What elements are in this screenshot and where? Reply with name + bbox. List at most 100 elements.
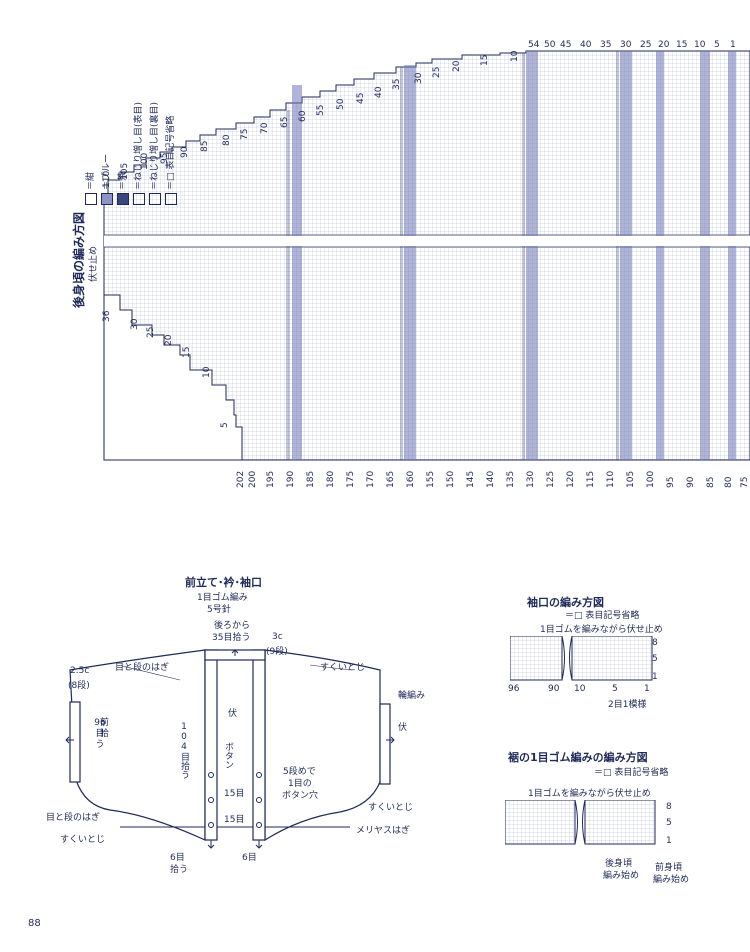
cuff-bottom-90: 90 — [548, 684, 560, 694]
top-label: 50 — [544, 40, 556, 50]
label-row15-1: 15目 — [224, 789, 245, 799]
front-band-diagram-svg — [65, 649, 395, 849]
label-buttonhole2: 1目の — [288, 779, 312, 789]
back-chart-lower-labels: 36 30 25 20 15 10 5 — [100, 300, 240, 460]
row-label: 35 — [392, 78, 402, 90]
bottom-label: 175 — [346, 470, 356, 488]
row-label: 100 — [140, 152, 150, 170]
top-label: 10 — [694, 40, 706, 50]
hem-back-start1: 後身頃 — [605, 859, 633, 869]
label-row15-2: 15目 — [224, 815, 245, 825]
label-9-rows: (9段) — [266, 647, 288, 657]
top-label: 20 — [658, 40, 670, 50]
bottom-label: 115 — [586, 470, 596, 488]
row-label: 20 — [164, 334, 174, 346]
bottom-label: 90 — [686, 476, 696, 488]
back-chart-top-labels: 110 105 100 95 90 85 80 75 70 65 60 55 5… — [100, 40, 750, 200]
bottom-label: 135 — [506, 470, 516, 488]
bottom-label: 160 — [406, 470, 416, 488]
label-pick-104: 104目拾う — [179, 722, 189, 779]
row-label: 5 — [220, 422, 230, 428]
label-meho-bottom: 目と段のはぎ — [46, 813, 101, 823]
row-label: 50 — [336, 98, 346, 110]
label-six-pick2: 拾う — [170, 865, 189, 875]
bottom-label: 110 — [606, 470, 616, 488]
label-25c: 2.5c — [70, 666, 90, 676]
back-chart — [60, 35, 750, 490]
bottom-label: 75 — [740, 476, 750, 488]
cuff-row-5: 5 — [652, 654, 658, 664]
row-label: 25 — [146, 326, 156, 338]
bottom-label: 185 — [306, 470, 316, 488]
row-label: 85 — [200, 140, 210, 152]
cuff-chart — [509, 635, 670, 686]
cuff-bottom-10: 10 — [574, 684, 586, 694]
legend-swatch-navy-icon — [85, 193, 97, 205]
cuff-row-8: 8 — [652, 638, 658, 648]
top-label: 40 — [580, 40, 592, 50]
row-label: 70 — [260, 122, 270, 134]
bottom-label: 155 — [426, 470, 436, 488]
hem-back-start2: 編み始め — [603, 871, 640, 881]
cuff-chart-instruction: 1目ゴムを編みながら伏せ止め — [540, 625, 663, 635]
label-3c: 3c — [272, 632, 283, 642]
label-wa-ami: 輪編み — [398, 691, 426, 701]
bottom-label: 202 — [236, 470, 246, 488]
hem-front-start1: 前身頃 — [655, 863, 683, 873]
top-label: 5 — [714, 40, 720, 50]
row-label: 45 — [356, 92, 366, 104]
cuff-chart-legend: ＝□ 表目記号省略 — [565, 611, 640, 621]
bottom-label: 125 — [546, 470, 556, 488]
row-label: 36 — [102, 310, 112, 322]
cuff-bottom-96: 96 — [508, 684, 520, 694]
label-button: ボタン — [223, 742, 233, 769]
label-buttonhole1: 5段めで — [283, 767, 316, 777]
bottom-label: 170 — [366, 470, 376, 488]
hem-front-start2: 編み始め — [653, 875, 690, 885]
bottom-label: 100 — [646, 470, 656, 488]
back-chart-bindoff-label: 伏せ止め — [89, 245, 99, 282]
hem-row-5: 5 — [666, 818, 672, 828]
row-label: 65 — [280, 116, 290, 128]
row-label: 25 — [432, 66, 442, 78]
bottom-label: 105 — [626, 470, 636, 488]
row-label: 95 — [160, 152, 170, 164]
stripe-bands — [292, 51, 736, 460]
cuff-chart-title: 袖口の編み方図 — [527, 596, 604, 609]
label-sukui-bottom-left: すくいとじ — [60, 835, 106, 845]
label-pick-96-b: 前 拾 — [100, 718, 110, 739]
front-band-title: 前立て･衿･袖口 — [185, 576, 262, 589]
cuff-bottom-5: 5 — [612, 684, 618, 694]
back-chart-outline — [103, 50, 750, 461]
top-label: 1 — [730, 40, 736, 50]
cuff-bottom-1: 1 — [644, 684, 650, 694]
row-label: 30 — [414, 72, 424, 84]
label-meriyasu: メリヤスはぎ — [356, 826, 411, 836]
bottom-label: 165 — [386, 470, 396, 488]
row-label: 55 — [316, 104, 326, 116]
hem-chart-instruction: 1目ゴムを編みながら伏せ止め — [528, 789, 651, 799]
row-label: 80 — [222, 134, 232, 146]
row-label: 15 — [480, 54, 490, 66]
row-label: 105 — [120, 162, 130, 180]
bottom-label: 140 — [486, 470, 496, 488]
row-label: 90 — [180, 146, 190, 158]
bottom-label: 200 — [248, 470, 258, 488]
top-label: 35 — [600, 40, 612, 50]
bottom-label: 130 — [526, 470, 536, 488]
bottom-label: 195 — [266, 470, 276, 488]
label-pick-96: 96 目 う — [94, 718, 106, 750]
hem-row-1: 1 — [666, 836, 672, 846]
top-label: 25 — [640, 40, 652, 50]
bottom-label: 95 — [666, 476, 676, 488]
legend-item: ＝紺 — [84, 102, 98, 205]
hem-chart-svg — [504, 799, 656, 845]
hem-chart-legend: ＝□ 表目記号省略 — [594, 768, 669, 778]
bottom-label: 85 — [706, 476, 716, 488]
row-label: 20 — [452, 60, 462, 72]
label-meho-top: 目と段のはぎ — [115, 663, 170, 673]
cuff-row-1: 1 — [652, 672, 658, 682]
top-label: 45 — [560, 40, 572, 50]
label-six-pick1: 6目 — [170, 853, 185, 863]
top-label: 30 — [620, 40, 632, 50]
